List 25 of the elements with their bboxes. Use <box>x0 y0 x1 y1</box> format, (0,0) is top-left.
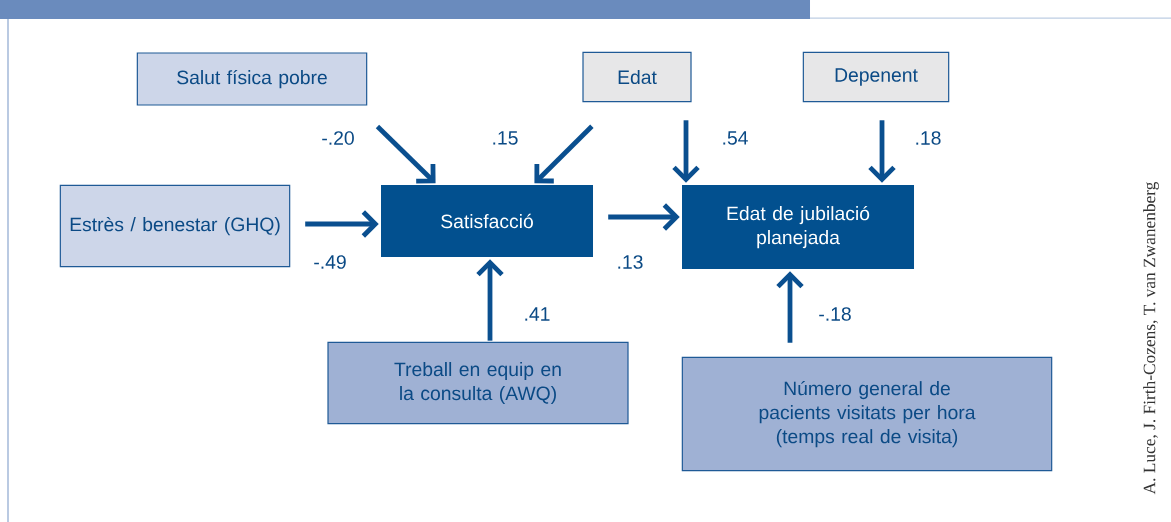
arrow <box>868 120 896 183</box>
arrow <box>375 124 436 184</box>
factor-box: Treball en equip en la consulta (AWQ) <box>327 341 629 425</box>
edge-label: .54 <box>723 131 748 145</box>
arrow <box>776 271 804 343</box>
edge-label: .18 <box>916 131 941 145</box>
edge-label: -.18 <box>819 307 851 321</box>
arrow <box>534 124 594 184</box>
factor-box: Edat <box>582 51 692 103</box>
factor-box: Salut física pobre <box>136 52 368 106</box>
edge-label: -.49 <box>314 255 346 269</box>
factor-box: Estrès / benestar (GHQ) <box>59 184 291 268</box>
arrow <box>608 203 680 231</box>
arrow <box>672 120 700 183</box>
edge-label: .41 <box>525 307 550 321</box>
process-box: Satisfacció <box>381 185 593 257</box>
arrow <box>305 210 379 238</box>
edge-label: .15 <box>493 131 518 145</box>
edge-label: .13 <box>618 255 643 269</box>
arrow <box>476 259 504 341</box>
factor-box: Número general de pacients visitats per hora (temps real de visita) <box>681 356 1053 472</box>
author-credit: A. Luce, J. Firth-Cozens, T. van Zwanenberg <box>1143 181 1159 495</box>
factor-box: Depenent <box>802 51 950 103</box>
edge-label: -.20 <box>322 131 354 145</box>
process-box: Edat de jubilació planejada <box>682 185 914 269</box>
